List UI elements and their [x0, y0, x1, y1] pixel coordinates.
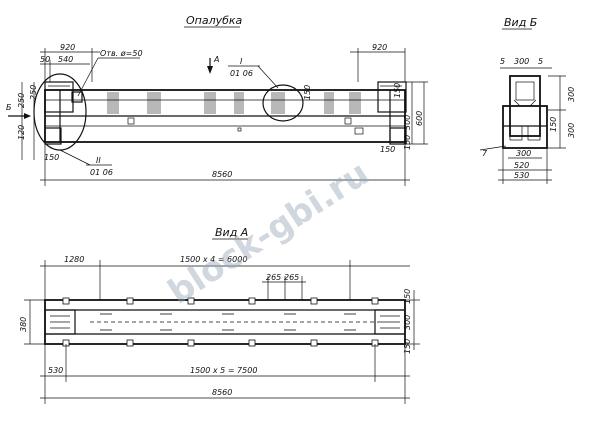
- dim-150-left: 150: [44, 153, 59, 162]
- dim-8560-formwork: 8560: [212, 170, 232, 179]
- dim-300-r: 300: [403, 315, 412, 330]
- formwork-right-dims: [405, 81, 428, 145]
- dim-5-right: 5: [538, 57, 543, 66]
- section-arrow-a: [207, 58, 213, 74]
- dim-600-right: 600: [415, 111, 424, 126]
- node1-roman: I: [240, 57, 243, 66]
- dim-150-mid: 150: [303, 85, 312, 100]
- node1-leader: [257, 65, 279, 89]
- dim-530-w: 530: [514, 171, 529, 180]
- hole-leader: [77, 57, 99, 97]
- node2-leader: [59, 149, 91, 166]
- dim-520-w: 520: [514, 161, 529, 170]
- title-view-a: Вид А: [215, 226, 248, 239]
- beam-plan: [44, 299, 406, 345]
- node1-sheet: 01 06: [230, 69, 253, 78]
- detail-circle-1: [262, 84, 304, 122]
- view-b-section: [502, 75, 548, 149]
- plan-loops: [62, 297, 379, 347]
- dim-50: 50: [40, 55, 50, 64]
- dim-300-h-bot: 300: [567, 123, 576, 138]
- view-a-bottom-dims: [40, 344, 410, 404]
- dim-1500x4: 1500 х 4 = 6000: [180, 255, 247, 264]
- view-arrow-b-label: Б: [6, 103, 12, 112]
- dim-1500x5: 1500 х 5 = 7500: [190, 366, 257, 375]
- dim-300-h-top: 300: [567, 87, 576, 102]
- view-a-side-dims: [24, 290, 420, 350]
- view-b-dims: [479, 67, 566, 184]
- view-arrow-b: [8, 113, 31, 119]
- dim-540: 540: [58, 55, 73, 64]
- dim-250-left-b: 250: [17, 93, 26, 108]
- dim-530: 530: [48, 366, 63, 375]
- dim-8560-plan: 8560: [212, 388, 232, 397]
- dim-300-right: 300: [403, 115, 412, 130]
- dim-150-h: 150: [549, 117, 558, 132]
- stiffener-hatching: [107, 92, 361, 114]
- title-formwork: Опалубка: [186, 14, 243, 27]
- lower-chord-marks: [127, 117, 364, 135]
- node2-sheet: 01 06: [90, 168, 113, 177]
- dim-150-right-c: 150: [380, 145, 395, 154]
- dim-380: 380: [19, 317, 28, 332]
- dim-1280: 1280: [64, 255, 84, 264]
- view-a-dims-top: [40, 260, 410, 300]
- formwork-overall-dim: [40, 144, 410, 186]
- plan-inserts: [100, 313, 356, 331]
- dim-150-r-a: 150: [403, 289, 412, 304]
- dim-5-left: 5: [500, 57, 505, 66]
- dim-250-left: 250: [29, 85, 38, 100]
- beam-elevation: [44, 81, 407, 145]
- formwork-left-dims: [21, 82, 35, 160]
- mark-7: 7: [482, 149, 488, 158]
- node2-roman: II: [96, 156, 101, 165]
- watermark: block-gbi.ru: [161, 153, 376, 312]
- dim-300-top: 300: [514, 57, 529, 66]
- dim-920-left: 920: [60, 43, 75, 52]
- dim-120-left: 120: [17, 125, 26, 140]
- hole-label: Отв. ø=50: [100, 49, 143, 58]
- section-label-a: А: [213, 55, 219, 64]
- dim-265-a: 265: [266, 273, 281, 282]
- formwork-top-dims: [40, 48, 406, 82]
- dim-265-b: 265: [284, 273, 299, 282]
- dim-150-right-a: 150: [393, 83, 402, 98]
- dim-150-right-b: 150: [403, 135, 412, 150]
- dim-920-right: 920: [372, 43, 387, 52]
- title-view-b: Вид Б: [504, 16, 537, 29]
- dim-150-r-b: 150: [403, 339, 412, 354]
- dim-300-w: 300: [516, 149, 531, 158]
